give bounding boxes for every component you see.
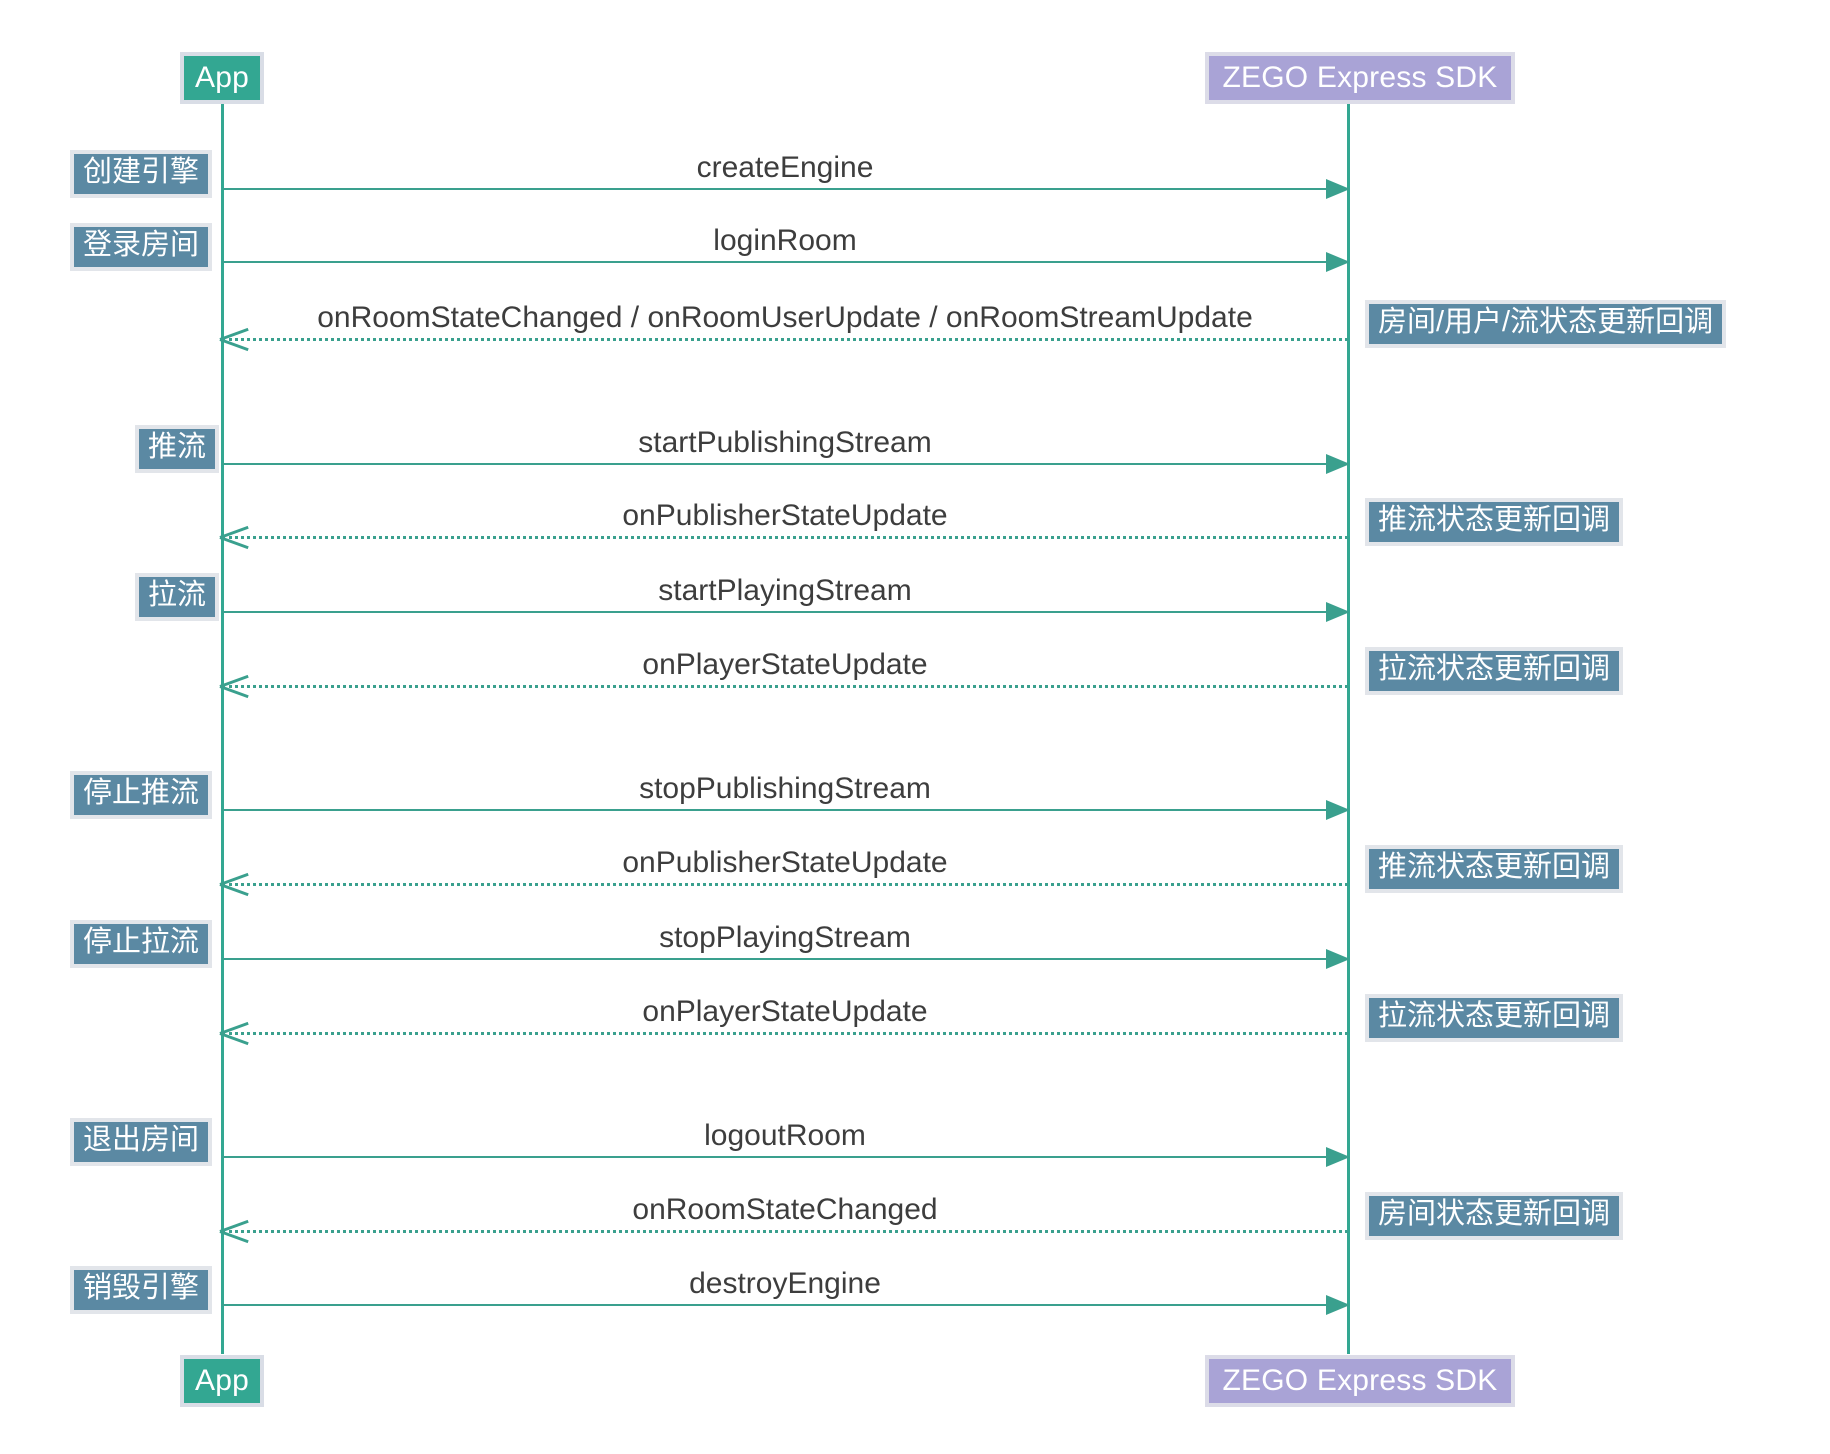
participant-label-sdk-footer: ZEGO Express SDK	[1222, 1364, 1498, 1397]
step-note-label: 拉流	[148, 579, 207, 611]
message-line	[222, 1156, 1348, 1158]
participant-footer-app[interactable]: App	[180, 1355, 264, 1407]
arrowhead-right-icon	[1326, 454, 1350, 474]
message-stop-playing-stream: stopPlayingStream	[222, 921, 1350, 969]
message-line	[222, 1230, 1348, 1233]
step-note-create-engine: 创建引擎	[70, 150, 213, 198]
message-label: createEngine	[696, 151, 874, 184]
message-line	[222, 188, 1348, 190]
step-note-label: 拉流状态更新回调	[1378, 1000, 1611, 1032]
step-note-player-state-1: 拉流状态更新回调	[1365, 647, 1624, 695]
message-label: loginRoom	[713, 224, 857, 257]
step-note-label: 销毁引擎	[83, 1272, 200, 1304]
participant-header-sdk[interactable]: ZEGO Express SDK	[1205, 52, 1515, 104]
message-label: onRoomStateChanged	[632, 1193, 938, 1226]
participant-label-app: App	[195, 61, 249, 94]
step-note-stop-play: 停止拉流	[70, 920, 213, 968]
arrowhead-right-icon	[1326, 949, 1350, 969]
arrowhead-right-icon	[1326, 179, 1350, 199]
message-on-player-state-update-1: onPlayerStateUpdate	[219, 648, 1348, 699]
step-note-label: 退出房间	[83, 1124, 200, 1156]
message-label: stopPublishingStream	[639, 772, 931, 805]
arrowhead-left-icon	[219, 324, 250, 354]
step-note-label: 房间/用户/流状态更新回调	[1378, 306, 1714, 338]
lifeline-sdk	[1347, 96, 1350, 1354]
message-line	[222, 338, 1348, 341]
message-line	[222, 958, 1348, 960]
message-label: onRoomStateChanged / onRoomUserUpdate / …	[317, 301, 1253, 334]
participant-label-app-footer: App	[195, 1364, 249, 1397]
step-note-destroy-engine: 销毁引擎	[70, 1266, 213, 1314]
step-note-publisher-state-1: 推流状态更新回调	[1365, 498, 1624, 546]
message-label: startPublishingStream	[638, 426, 932, 459]
step-note-publisher-state-2: 推流状态更新回调	[1365, 845, 1624, 893]
step-note-publish: 推流	[135, 425, 220, 473]
message-label: onPublisherStateUpdate	[622, 846, 948, 879]
message-on-publisher-state-update-1: onPublisherStateUpdate	[219, 499, 1348, 550]
message-start-publishing-stream: startPublishingStream	[222, 426, 1350, 474]
message-line	[222, 1032, 1348, 1035]
message-line	[222, 809, 1348, 811]
message-destroy-engine: destroyEngine	[222, 1267, 1350, 1315]
message-logout-room: logoutRoom	[222, 1119, 1350, 1167]
message-label: destroyEngine	[689, 1267, 881, 1300]
message-label: onPlayerStateUpdate	[642, 648, 928, 681]
arrowhead-right-icon	[1326, 252, 1350, 272]
step-note-label: 创建引擎	[83, 156, 200, 188]
message-label: logoutRoom	[704, 1119, 866, 1152]
arrowhead-right-icon	[1326, 602, 1350, 622]
message-on-player-state-update-2: onPlayerStateUpdate	[219, 995, 1348, 1046]
lifeline-app	[221, 96, 224, 1354]
message-line	[222, 261, 1348, 263]
message-label: onPublisherStateUpdate	[622, 499, 948, 532]
step-note-stop-publish: 停止推流	[70, 771, 213, 819]
message-start-playing-stream: startPlayingStream	[222, 574, 1350, 622]
message-line	[222, 685, 1348, 688]
message-line	[222, 883, 1348, 886]
message-stop-publishing-stream: stopPublishingStream	[222, 772, 1350, 820]
message-on-publisher-state-update-2: onPublisherStateUpdate	[219, 846, 1348, 897]
message-line	[222, 463, 1348, 465]
step-note-label: 推流	[148, 431, 207, 463]
step-note-label: 登录房间	[83, 229, 200, 261]
message-login-room: loginRoom	[222, 224, 1350, 272]
message-create-engine: createEngine	[222, 151, 1350, 199]
step-note-play: 拉流	[135, 573, 220, 621]
message-line	[222, 1304, 1348, 1306]
message-room-callbacks: onRoomStateChanged / onRoomUserUpdate / …	[219, 301, 1348, 352]
step-note-login-room: 登录房间	[70, 223, 213, 271]
message-label: onPlayerStateUpdate	[642, 995, 928, 1028]
message-line	[222, 536, 1348, 539]
arrowhead-right-icon	[1326, 1147, 1350, 1167]
arrowhead-right-icon	[1326, 800, 1350, 820]
step-note-room-callbacks: 房间/用户/流状态更新回调	[1365, 300, 1727, 348]
participant-header-app[interactable]: App	[180, 52, 264, 104]
participant-label-sdk: ZEGO Express SDK	[1222, 61, 1498, 94]
message-on-room-state-changed: onRoomStateChanged	[219, 1193, 1348, 1244]
message-line	[222, 611, 1348, 613]
step-note-label: 停止推流	[83, 777, 200, 809]
arrowhead-right-icon	[1326, 1295, 1350, 1315]
step-note-label: 房间状态更新回调	[1378, 1198, 1611, 1230]
step-note-label: 拉流状态更新回调	[1378, 653, 1611, 685]
step-note-logout-room: 退出房间	[70, 1118, 213, 1166]
step-note-player-state-2: 拉流状态更新回调	[1365, 994, 1624, 1042]
message-label: startPlayingStream	[658, 574, 912, 607]
participant-footer-sdk[interactable]: ZEGO Express SDK	[1205, 1355, 1515, 1407]
step-note-room-state-changed: 房间状态更新回调	[1365, 1192, 1624, 1240]
step-note-label: 推流状态更新回调	[1378, 504, 1611, 536]
step-note-label: 推流状态更新回调	[1378, 851, 1611, 883]
step-note-label: 停止拉流	[83, 926, 200, 958]
message-label: stopPlayingStream	[659, 921, 911, 954]
